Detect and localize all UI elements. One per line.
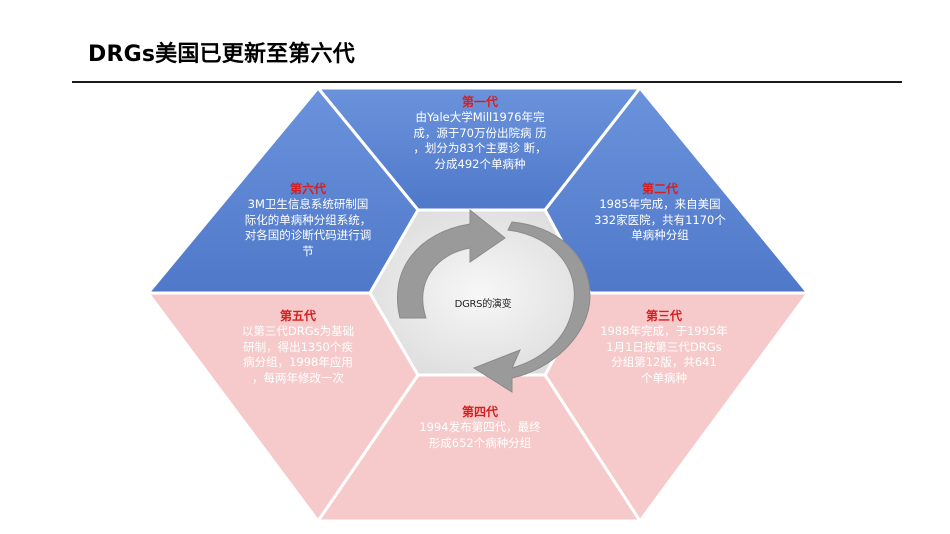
gen3-heading: 第三代 <box>645 309 682 323</box>
page-title: DRGs美国已更新至第六代 <box>88 42 355 67</box>
gen2-heading: 第二代 <box>641 182 678 196</box>
gen6-line: 际化的单病种分组系统， <box>244 212 372 227</box>
gen1-line: 成，源于70万份出院病 历 <box>413 125 547 140</box>
segment-gen4-text: 第四代 1994发布第四代，最终 形成652个病种分组 <box>395 404 565 451</box>
gen5-line: ，每两年修改一次 <box>252 370 344 385</box>
gen6-line: 节 <box>302 243 314 258</box>
gen3-line: 个单病种 <box>641 370 687 385</box>
segment-gen1-text: 第一代 由Yale大学Mill1976年完 成，源于70万份出院病 历 ，划分为… <box>380 94 580 172</box>
center-label: DGRS的演变 <box>454 299 512 310</box>
segment-gen3-text: 第三代 1988年完成，于1995年 1月1日按第三代DRGs 分组第12版，共… <box>583 308 745 386</box>
gen4-line: 1994发布第四代，最终 <box>419 420 541 434</box>
gen1-heading: 第一代 <box>461 95 498 109</box>
gen2-line: 单病种分组 <box>631 228 689 242</box>
gen5-heading: 第五代 <box>279 309 316 323</box>
segment-gen5-text: 第五代 以第三代DRGs为基础 研制，得出1350个疾 病分组，1998年应用 … <box>218 308 378 386</box>
gen4-heading: 第四代 <box>461 405 498 419</box>
segment-gen2-text: 第二代 1985年完成，来自美国 332家医院，共有1170个 单病种分组 <box>580 181 740 244</box>
gen5-line: 以第三代DRGs为基础 <box>241 324 355 338</box>
segment-gen6-text: 第六代 3M卫生信息系统研制国 际化的单病种分组系统， 对各国的诊断代码进行调 … <box>222 181 394 259</box>
gen1-line: ，划分为83个主要诊 断， <box>413 141 547 155</box>
gen3-line: 分组第12版，共641 <box>611 355 717 369</box>
gen1-line: 由Yale大学Mill1976年完 <box>415 110 545 124</box>
gen6-heading: 第六代 <box>289 182 326 196</box>
gen5-line: 病分组，1998年应用 <box>243 355 353 369</box>
gen6-line: 对各国的诊断代码进行调 <box>244 228 372 242</box>
gen2-line: 332家医院，共有1170个 <box>594 212 726 227</box>
title-divider <box>72 81 902 83</box>
cycle-arrow-icon <box>396 208 591 393</box>
gen4-line: 形成652个病种分组 <box>428 435 532 450</box>
gen1-line: 分成492个单病种 <box>434 156 526 171</box>
gen2-line: 1985年完成，来自美国 <box>599 197 721 211</box>
gen3-line: 1988年完成，于1995年 <box>600 324 728 338</box>
gen5-line: 研制，得出1350个疾 <box>243 339 353 354</box>
gen3-line: 1月1日按第三代DRGs <box>606 339 722 354</box>
gen6-line: 3M卫生信息系统研制国 <box>247 197 369 211</box>
